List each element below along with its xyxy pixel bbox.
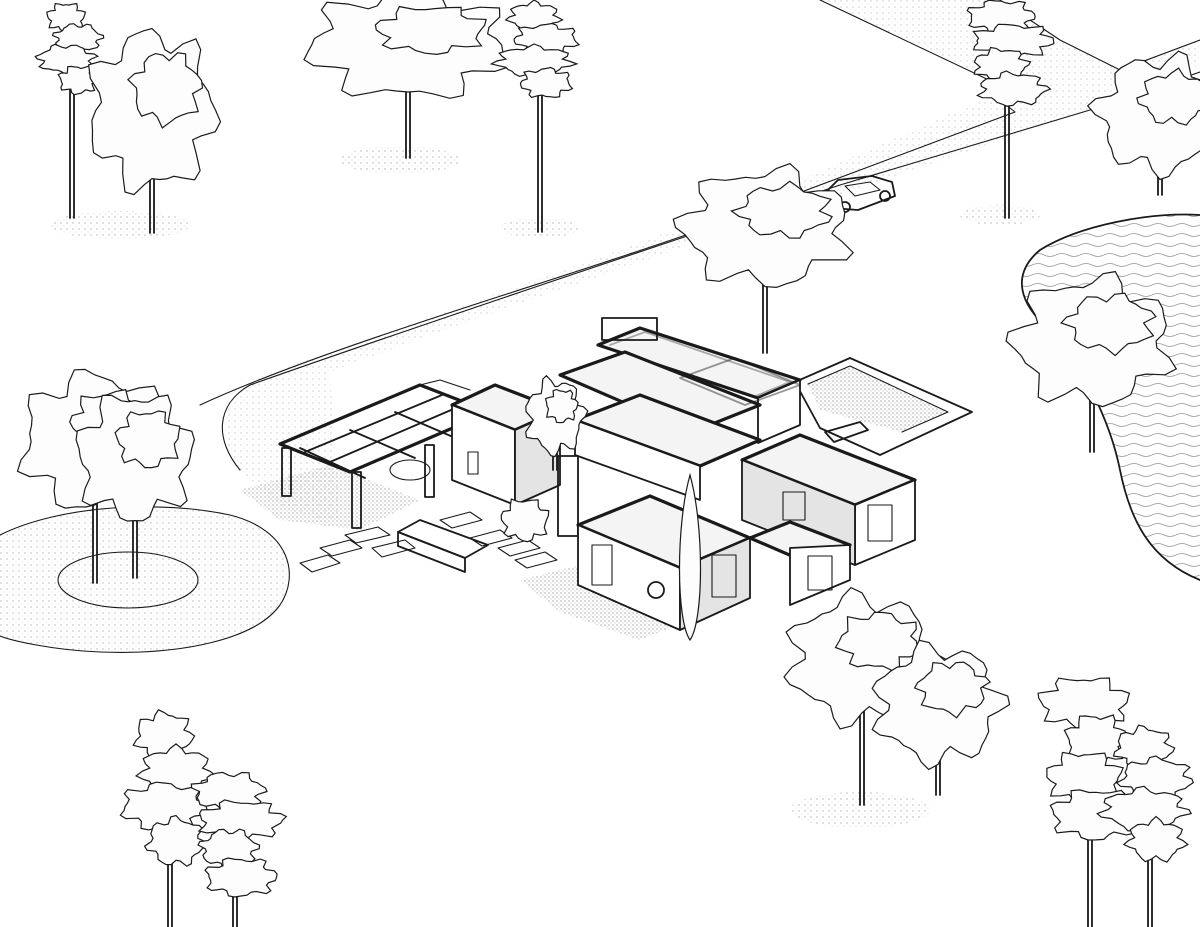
tree-crown [132, 709, 196, 761]
pergola [278, 379, 492, 529]
tree-crown [127, 52, 204, 129]
tree-crown [519, 66, 574, 99]
tree-crown [1136, 67, 1200, 126]
tree-crown [489, 43, 579, 78]
tree [303, 0, 510, 159]
house-central-volume [557, 350, 801, 537]
tree-crown [834, 611, 919, 672]
planter [397, 519, 489, 573]
tree-crown [1060, 292, 1157, 357]
tree-crown [913, 661, 992, 719]
tree [119, 709, 218, 927]
tree [1086, 50, 1200, 196]
tree [34, 2, 105, 219]
tree-crown [975, 70, 1052, 107]
tree-crown [114, 410, 181, 469]
tree-crown [678, 472, 702, 642]
tree [1037, 677, 1143, 927]
swimming-pool [794, 357, 973, 456]
tree [1096, 724, 1195, 927]
tree [489, 0, 581, 233]
tree-crown [544, 388, 579, 424]
tree-crown [51, 23, 105, 55]
tree [190, 771, 288, 927]
tree-crown [513, 22, 581, 55]
tree-crown [730, 180, 833, 239]
tree-crown [143, 814, 207, 867]
trees [16, 0, 1200, 927]
ground-shadows [50, 146, 1040, 828]
house-front-right-volume [748, 520, 852, 606]
tree-crown [374, 5, 487, 56]
tree-crown [1122, 815, 1189, 863]
tree [88, 27, 222, 234]
tree [525, 374, 589, 471]
tree-crown [1063, 714, 1127, 767]
tree [966, 0, 1055, 219]
tree [672, 162, 855, 354]
tree [75, 394, 196, 579]
stepping-stones [299, 511, 558, 573]
gravel-circle [0, 506, 290, 653]
tree [678, 472, 702, 642]
house-rear-volume [596, 317, 802, 444]
tree-crown [204, 857, 278, 898]
tree [500, 498, 550, 543]
tree [1005, 270, 1178, 453]
tree [871, 639, 1011, 796]
tree-crown [500, 498, 550, 543]
